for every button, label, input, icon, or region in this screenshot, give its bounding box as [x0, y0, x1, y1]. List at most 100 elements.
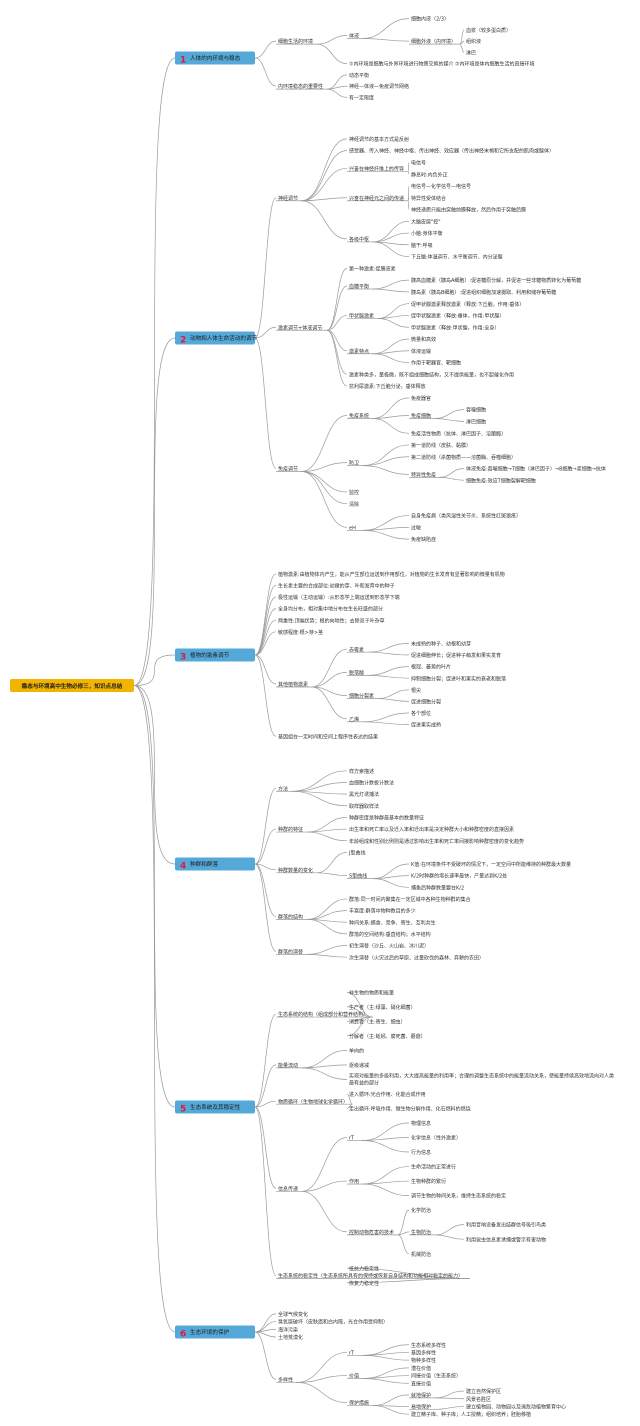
node-label: 根尖	[411, 687, 421, 694]
node-label: 脱落酸	[349, 669, 364, 676]
node-label: 出生率和死亡率以及迁入率和迁出率是决定种群大小和种群密度的直接因素	[349, 826, 514, 833]
node-label: 内环境稳态的重要性	[278, 83, 323, 90]
node-label: 微量和高效	[411, 336, 436, 343]
node-label: 植物激素:由植物体内产生，能从产生部位运送到作用部位，对植物的生长发育有显著影响…	[278, 571, 505, 578]
node-label: 其他植物激素	[278, 681, 308, 688]
section-2-node	[175, 331, 255, 345]
node-label: 抵抗力稳定性	[349, 1265, 379, 1272]
node-label: 非生物的物质和能量	[349, 989, 394, 996]
node-label: 血糖平衡	[349, 283, 369, 290]
node-label: 电信号—化学信号—电信号	[411, 183, 471, 190]
node-label: 静息时:内负外正	[411, 171, 448, 178]
node-label: 根冠、萎蔫的叶片	[411, 664, 451, 671]
node-label: 兴奋在神经纤维上的传导	[349, 165, 404, 172]
node-label: 捕鱼后种群数量要在K/2	[411, 884, 464, 891]
node-label: 实现对能量的多级利用，大大提高能量的利用率；合理的调整生态系统中的能量流动关系，…	[349, 1073, 614, 1087]
node-label: 多样性	[278, 1377, 293, 1384]
node-label: 兴奋在神经元之间的传递	[349, 195, 404, 202]
node-label: 防卫	[349, 460, 359, 467]
node-label: 生命活动的正常进行	[411, 1164, 456, 1171]
node-label: 恢复力稳定性	[349, 1280, 379, 1287]
node-label: 监控	[349, 489, 359, 496]
node-label: 物理信息	[411, 1120, 431, 1127]
node-label: 土地荒漠化	[278, 1334, 303, 1341]
section-title: 植物的激素调节	[190, 651, 230, 659]
node-label: 建立自然保护区	[466, 1388, 501, 1395]
node-label: 生物种群的繁衍	[411, 1178, 446, 1185]
node-label: 淋巴细胞	[466, 418, 486, 425]
node-label: 免疫缺陷症	[411, 536, 436, 543]
section-6-node	[175, 1325, 255, 1339]
node-label: 种间关系:捕食、竞争、寄生、互利共生	[349, 919, 436, 926]
node-label: 淋巴	[466, 49, 476, 56]
node-label: 进入循环:光合作用、化能合成作用	[349, 1091, 426, 1098]
node-label: 黑光灯诱捕法	[349, 791, 379, 798]
node-label: 利用音响设备发出结群信号吸引鸟类	[466, 1222, 546, 1229]
node-label: 动态平衡	[349, 72, 369, 79]
node-label: 行为信息	[411, 1149, 431, 1156]
node-label: 促甲状腺激素（释放:垂体，作用:甲状腺）	[411, 313, 504, 320]
node-label: 基因多样性	[411, 1350, 436, 1357]
node-label: 乙烯	[349, 716, 359, 723]
node-label: 第二道防线（杀菌物质——溶菌酶、吞噬细胞）	[411, 454, 516, 461]
node-label: 胰岛素（胰岛B细胞）:促进组织细胞加速摄取、利用和储存葡萄糖	[411, 289, 556, 296]
node-label: 特异性受体结合	[411, 195, 446, 202]
node-label: 感受器、传入神经、神经中枢、传出神经、效应器（传出神经末梢和它所支配的肌肉或腺体…	[349, 148, 554, 155]
node-label: 小脑:身体平衡	[411, 230, 443, 237]
node-label: 体液免疫:吞噬细胞→T细胞（淋巴因子）→B细胞→浆细胞→抗体	[466, 466, 606, 473]
node-label: 脑干:呼吸	[411, 242, 433, 249]
node-label: 免疫系统	[349, 413, 369, 420]
node-label: 价值	[349, 1373, 359, 1380]
node-label: 电信号	[411, 160, 426, 167]
node-label: 生物防治	[411, 1229, 431, 1236]
root-node	[10, 679, 134, 692]
node-label: 就地保护	[411, 1392, 431, 1399]
node-label: 控制动物危害的技术	[349, 1229, 394, 1236]
node-label: 极性运输（主动运输）:从形态学上端运送到形态学下端	[278, 594, 400, 601]
node-label: 种群密度是种群最基本的数量特征	[349, 814, 424, 821]
node-label: 生态系统多样性	[411, 1342, 446, 1349]
node-label: 建立植物园、动物园以及濒危动植物繁育中心	[466, 1404, 566, 1411]
node-label: 促甲状腺激素释放激素（释放:下丘脑，作用:垂体）	[411, 301, 524, 308]
node-label: 第一道防线（皮肤、黏膜）	[411, 442, 471, 449]
node-label: 年龄组成和性别比例则是通过影响出生率和死亡率间接影响种群密度的变化趋势	[349, 838, 524, 845]
node-label: 甲状腺激素（释放:甲状腺，作用:全身）	[411, 324, 499, 331]
node-label: 群落的结构	[278, 913, 303, 920]
node-label: 臭氧层破坏（皮肤癌和白内障，光合作用受抑制）	[278, 1319, 388, 1326]
node-label: 作用	[349, 1178, 359, 1185]
section-title: 种群和群落	[190, 860, 218, 868]
node-label: 能量流动	[278, 1062, 298, 1069]
node-label: 赤霉素	[349, 646, 364, 653]
node-label: 风景名胜区	[466, 1396, 491, 1403]
node-label: 甲状腺激素	[349, 313, 374, 320]
node-label: 生态系统的稳定性（生态系统所具有的保持或恢复自身结构和功能相对稳定的能力）	[278, 1273, 463, 1280]
section-title: 生态系统及其稳定性	[190, 1103, 241, 1111]
node-label: 吞噬细胞	[466, 407, 486, 414]
node-label: 间接价值（生态系统）	[411, 1373, 461, 1380]
section-number: 4	[180, 862, 186, 872]
section-title: 人体的内环境与稳态	[190, 54, 241, 62]
section-number: 6	[180, 1330, 186, 1340]
node-label: 生产者（主:绿藻、硝化细菌）	[349, 1004, 416, 1011]
node-label: 细胞分裂素	[349, 693, 374, 700]
node-label: 群落:同一时间内聚集在一定区域中各种生物种群的集合	[349, 896, 471, 903]
node-label: 激素特点	[349, 348, 369, 355]
node-label: 群落的空间结构:垂直结构；水平结构	[349, 931, 431, 938]
node-label: 单向的	[349, 1047, 364, 1054]
node-label: 抑制细胞分裂；促进叶和果实的衰老和脱落	[411, 675, 506, 682]
node-label: 丰富度:群落中物种数目的多少	[349, 908, 416, 915]
node-label: 细胞免疫:效应T细胞裂解靶细胞	[466, 477, 536, 484]
node-label: rT	[349, 1351, 355, 1357]
node-label: 两重性:顶端优势；根的向地性；去除双子叶杂草	[278, 617, 385, 624]
node-label: 神经调节	[278, 195, 298, 202]
node-label: 免疫器官	[411, 395, 431, 402]
node-label: 作用于靶器官、靶细胞	[411, 360, 461, 367]
node-label: 免疫活性物质（抗体、淋巴因子、溶菌酶）	[411, 430, 506, 437]
node-label: 方法	[278, 785, 288, 792]
node-label: K值:在环境条件不受破坏的情况下，一定空间中所能维持的种群最大数量	[411, 861, 571, 868]
node-label: 各个部位	[411, 710, 431, 717]
node-label: 激素种类多，量极微，既不组成细胞结构，又不提供能量，也不起催化作用	[349, 371, 514, 378]
node-label: 物质循环（生物地球化学循环）	[278, 1098, 348, 1105]
